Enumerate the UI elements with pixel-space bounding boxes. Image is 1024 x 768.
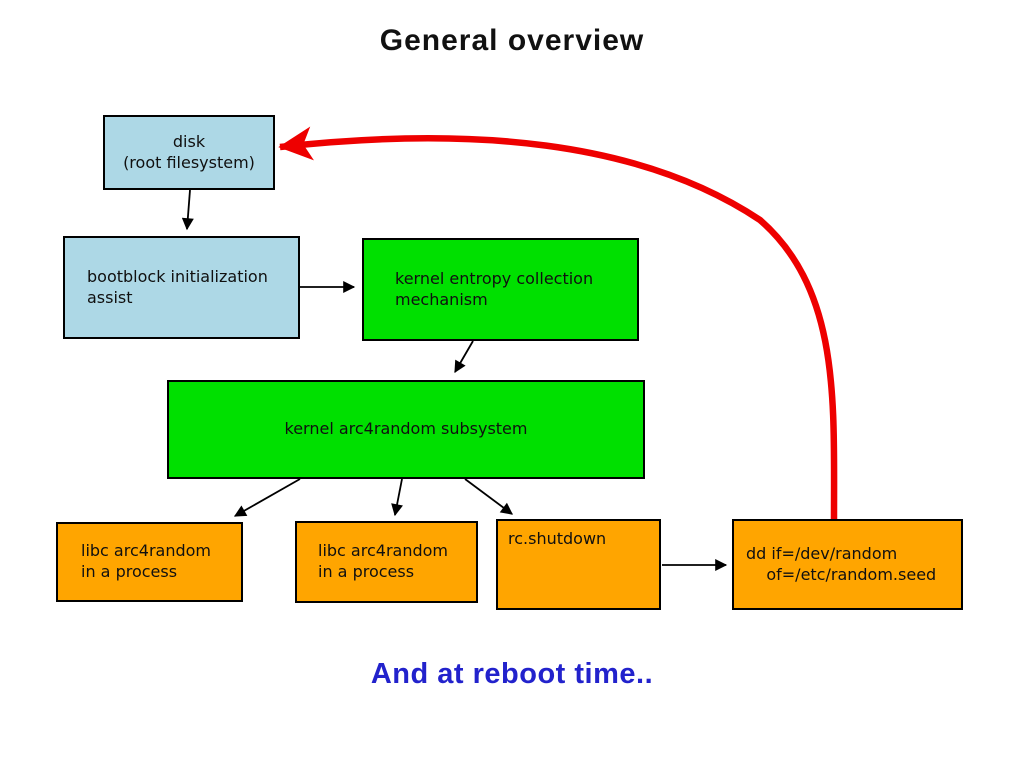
- node-kernel-arc4random-subsystem: kernel arc4random subsystem: [167, 380, 645, 479]
- node-entropy-label: kernel entropy collection mechanism: [395, 268, 594, 309]
- node-dd-random-seed: dd if=/dev/random of=/etc/random.seed: [732, 519, 963, 610]
- node-kernel-entropy-collection: kernel entropy collection mechanism: [362, 238, 639, 341]
- node-disk: disk (root filesystem): [103, 115, 275, 190]
- arrow-entropy-to-arc4random: [454, 340, 474, 374]
- node-bootblock-label: bootblock initialization assist: [87, 266, 268, 307]
- node-disk-label: disk (root filesystem): [123, 131, 255, 172]
- node-libc2-label: libc arc4random in a process: [318, 541, 448, 581]
- arrow-arc4random-to-libc2: [391, 478, 403, 517]
- node-rc-shutdown: rc.shutdown: [496, 519, 661, 610]
- node-libc-arc4random-1: libc arc4random in a process: [56, 522, 243, 602]
- node-libc-arc4random-2: libc arc4random in a process: [295, 521, 478, 603]
- slide-title: General overview: [379, 24, 645, 57]
- node-libc1-label: libc arc4random in a process: [81, 541, 211, 581]
- node-bootblock-initialization-assist: bootblock initialization assist: [63, 236, 300, 339]
- arrow-disk-to-bootblock: [181, 189, 194, 231]
- node-arc4random-label: kernel arc4random subsystem: [284, 419, 528, 439]
- arrow-arc4random-to-rcshutdown: [464, 478, 513, 515]
- node-rcshutdown-label: rc.shutdown: [508, 529, 607, 548]
- arrow-arc4random-to-libc1: [233, 478, 301, 517]
- node-dd-label: dd if=/dev/random of=/etc/random.seed: [746, 543, 937, 584]
- reboot-caption: And at reboot time..: [370, 658, 654, 690]
